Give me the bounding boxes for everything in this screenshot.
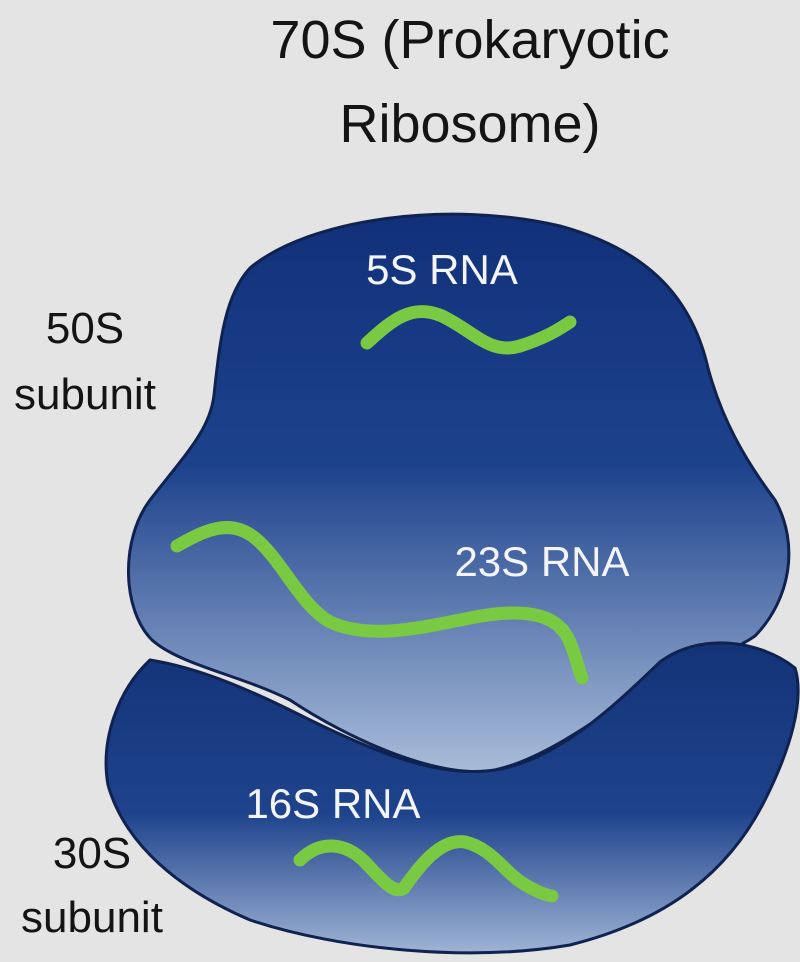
small-subunit-label-line-2: subunit [21,893,163,942]
title-line-2: Ribosome) [339,94,600,154]
title-line-1: 70S (Prokaryotic [270,10,669,70]
rna-23s-label: 23S RNA [454,538,629,585]
rna-5s-strand [360,305,577,355]
large-subunit-label-line-2: subunit [14,370,156,419]
rna-16s-label: 16S RNA [245,780,420,827]
rna-23s-strand [170,521,589,685]
small-subunit-label-line-1: 30S [53,829,131,878]
rna-16s-strand [293,835,559,903]
large-subunit-label-line-1: 50S [46,304,124,353]
rna-5s-label: 5S RNA [366,246,518,293]
small-subunit-shape [104,641,800,955]
